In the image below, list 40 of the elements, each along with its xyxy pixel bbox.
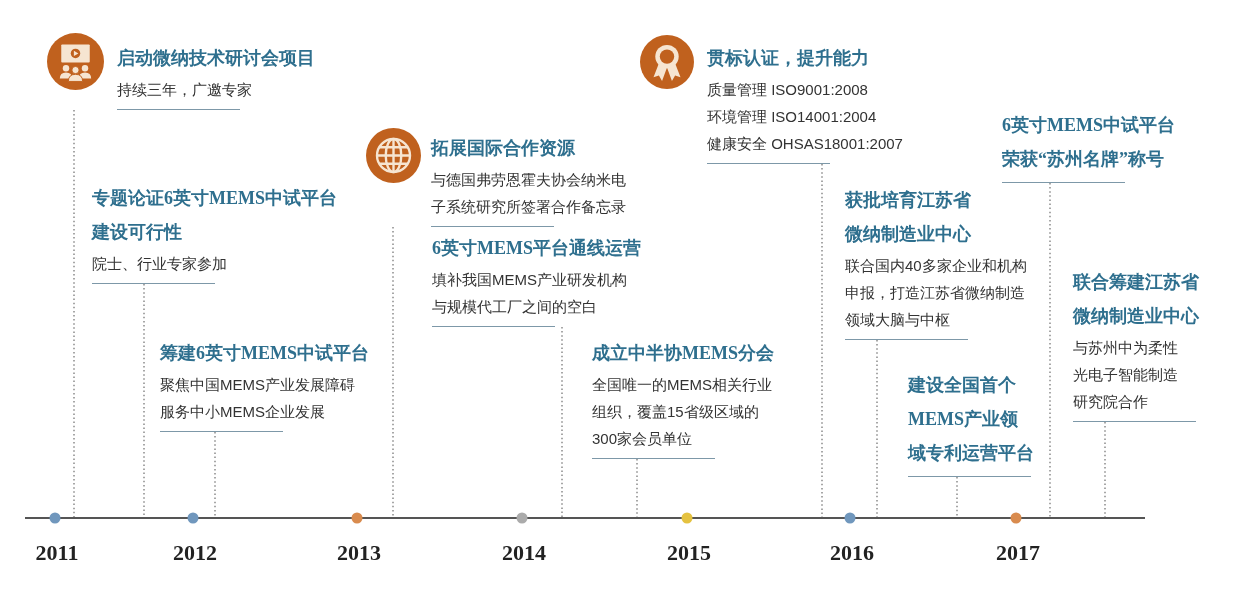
year-label: 2017 — [996, 540, 1040, 566]
leader-line — [636, 458, 638, 518]
leader-line — [561, 326, 563, 518]
year-label: 2016 — [830, 540, 874, 566]
leader-line — [956, 476, 958, 518]
leader-line — [392, 226, 394, 518]
event-title: 贯标认证，提升能力 — [707, 47, 869, 70]
event-description: 健康安全 OHSAS18001:2007 — [707, 134, 903, 154]
event-description: 填补我国MEMS产业研发机构与规模代工厂之间的空白 — [432, 270, 628, 317]
event-title: 建设全国首个MEMS产业领域专利运营平台 — [908, 374, 1035, 465]
leader-line — [1049, 182, 1051, 518]
year-label: 2015 — [667, 540, 711, 566]
event-description: 与苏州中为柔性光电子智能制造研究院合作 — [1073, 338, 1179, 412]
event-title: 成立中半协MEMS分会 — [592, 342, 774, 365]
event-description: 全国唯一的MEMS相关行业组织，覆盖15省级区域的300家会员单位 — [592, 375, 773, 449]
event-title: 获批培育江苏省微纳制造业中心 — [845, 189, 972, 246]
leader-line — [73, 109, 75, 518]
event-description: 环境管理 ISO14001:2004 — [707, 107, 877, 127]
event-description: 联合国内40多家企业和机构申报，打造江苏省微纳制造领域大脑与中枢 — [845, 256, 1028, 330]
leader-line — [1104, 421, 1106, 518]
year-label: 2012 — [173, 540, 217, 566]
event-title: 6英寸MEMS中试平台荣获“苏州名牌”称号 — [1002, 114, 1176, 171]
event-description: 院士、行业专家参加 — [92, 254, 227, 274]
event-description: 服务中小MEMS企业发展 — [160, 402, 325, 422]
event-title: 筹建6英寸MEMS中试平台 — [160, 342, 369, 365]
year-label: 2011 — [35, 540, 79, 566]
event-title: 专题论证6英寸MEMS中试平台建设可行性 — [92, 187, 338, 244]
leader-line — [214, 431, 216, 518]
event-description: 与德国弗劳恩霍夫协会纳米电子系统研究所签署合作备忘录 — [431, 170, 627, 217]
leader-line — [876, 339, 878, 518]
event-description: 质量管理 ISO9001:2008 — [707, 80, 868, 100]
event-description: 聚焦中国MEMS产业发展障碍 — [160, 375, 355, 395]
leader-line — [143, 283, 145, 518]
event-title: 联合筹建江苏省微纳制造业中心 — [1073, 271, 1200, 328]
year-label: 2014 — [502, 540, 546, 566]
event-title: 启动微纳技术研讨会项目 — [117, 47, 315, 70]
event-description: 持续三年，广邀专家 — [117, 80, 252, 100]
event-title: 6英寸MEMS平台通线运营 — [432, 237, 641, 260]
year-label: 2013 — [337, 540, 381, 566]
event-title: 拓展国际合作资源 — [431, 137, 575, 160]
